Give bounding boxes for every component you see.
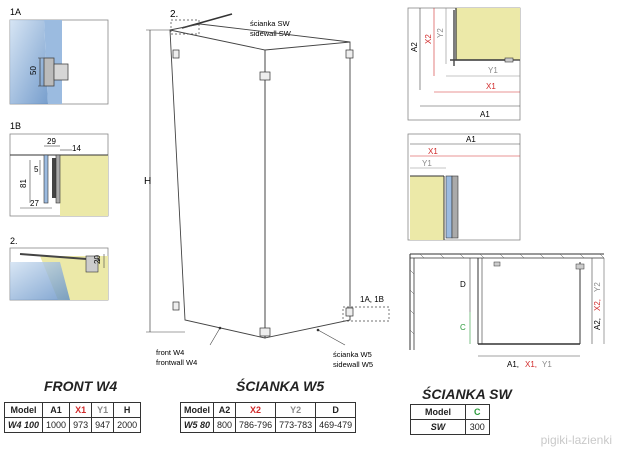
watermark: pigiki-lazienki — [540, 433, 612, 447]
plan-mid-y1: Y1 — [422, 159, 432, 168]
table-header: Y1 — [91, 402, 115, 418]
label-1b: 1B — [10, 121, 21, 131]
table-cell: 300 — [465, 419, 490, 435]
table-cell: 786-796 — [235, 417, 277, 433]
plan-top-a2: A2 — [410, 42, 419, 52]
front-label-en: frontwall W4 — [156, 358, 197, 367]
dim-27: 27 — [30, 199, 39, 208]
table-header: Y2 — [275, 402, 317, 418]
table-row: Model A2 X2 Y2 D — [179, 402, 357, 418]
elev-a2: A2, — [593, 318, 602, 330]
detail-1a: 1A 50 — [9, 7, 109, 105]
height-label: H — [144, 176, 151, 187]
table-cell: 2000 — [113, 417, 142, 433]
front-panel — [169, 29, 266, 339]
front-label-pl: front W4 — [156, 348, 184, 357]
table-header: Model — [179, 402, 215, 418]
label-2: 2. — [10, 236, 18, 246]
table-cell: 947 — [91, 417, 115, 433]
table-row: SW 300 — [410, 419, 490, 435]
plan-top-x1: X1 — [486, 82, 496, 91]
table-header: C — [465, 404, 490, 420]
plan-mid: A1 X1 Y1 — [407, 133, 521, 241]
table-header: X1 — [69, 402, 93, 418]
table-cell: W5 80 — [179, 417, 215, 433]
table-cell: 1000 — [42, 417, 71, 433]
table-header: X2 — [235, 402, 277, 418]
elev-y2: Y2 — [593, 282, 602, 292]
dim-50: 50 — [29, 66, 38, 75]
table-row: Model A1 X1 Y1 H — [3, 402, 142, 418]
table-header: A2 — [213, 402, 237, 418]
table-front-title: FRONT W4 — [44, 378, 118, 394]
main-drawing: 2. ścianka SW sidewall SW H 1A, 1B front… — [144, 9, 390, 369]
table-row: W4 100 1000 973 947 2000 — [3, 417, 142, 433]
table-cell: 973 — [69, 417, 93, 433]
callout-1a1b: 1A, 1B — [360, 295, 384, 304]
table-cell: 773-783 — [275, 417, 317, 433]
detail-1b: 1B 29 14 5 81 27 — [9, 121, 109, 217]
plan-top-y2: Y2 — [436, 28, 445, 38]
sidewall-sw-en: sidewall SW — [250, 29, 292, 38]
table-cell: 800 — [213, 417, 237, 433]
hinge-clamp — [43, 57, 55, 87]
table-w5: Model A2 X2 Y2 D W5 80 800 786-796 773-7… — [179, 402, 357, 433]
dim-5: 5 — [34, 165, 39, 174]
elev-c: C — [460, 323, 466, 332]
elev-a1: A1, — [507, 360, 519, 369]
dim-29: 29 — [47, 137, 56, 146]
plan-top-y1: Y1 — [488, 66, 498, 75]
plan-top: A2 X2 Y2 Y1 X1 A1 — [407, 7, 521, 121]
sidewall-w5-label-en: sidewall W5 — [333, 360, 373, 369]
dim-81: 81 — [19, 179, 28, 188]
callout-2: 2. — [170, 9, 178, 20]
table-front: Model A1 X1 Y1 H W4 100 1000 973 947 200… — [3, 402, 142, 433]
dim-14: 14 — [72, 144, 81, 153]
table-header: A1 — [42, 402, 71, 418]
sidewall-sw-pl: ścianka SW — [250, 19, 291, 28]
plan-mid-a1: A1 — [466, 135, 476, 144]
sidewall-w5-label-pl: ścianka W5 — [333, 350, 372, 359]
table-w5-title: ŚCIANKA W5 — [236, 378, 325, 394]
elevation: D C A2, X2, Y2 A1, X1, Y1 — [409, 253, 605, 369]
table-sw: Model C SW 300 — [410, 404, 490, 435]
plan-top-a1: A1 — [480, 110, 490, 119]
dim-20: 20 — [93, 255, 102, 264]
table-cell: SW — [410, 419, 466, 435]
plan-mid-x1: X1 — [428, 147, 438, 156]
plan-top-x2: X2 — [424, 34, 433, 44]
table-header: Model — [410, 404, 466, 420]
elev-d: D — [460, 280, 466, 289]
table-cell: W4 100 — [3, 417, 44, 433]
label-1a: 1A — [10, 7, 21, 17]
table-header: H — [113, 402, 142, 418]
elev-y1: Y1 — [542, 360, 552, 369]
elev-x2: X2, — [593, 299, 602, 311]
table-sw-title: ŚCIANKA SW — [422, 386, 512, 402]
table-row: W5 80 800 786-796 773-783 469-479 — [179, 417, 357, 433]
table-cell: 469-479 — [315, 417, 357, 433]
table-row: Model C — [410, 404, 490, 420]
table-header: Model — [3, 402, 44, 418]
elev-x1: X1, — [525, 360, 537, 369]
sidewall-w5-panel — [264, 41, 351, 339]
table-header: D — [315, 402, 357, 418]
detail-2: 2. 20 — [9, 236, 109, 301]
